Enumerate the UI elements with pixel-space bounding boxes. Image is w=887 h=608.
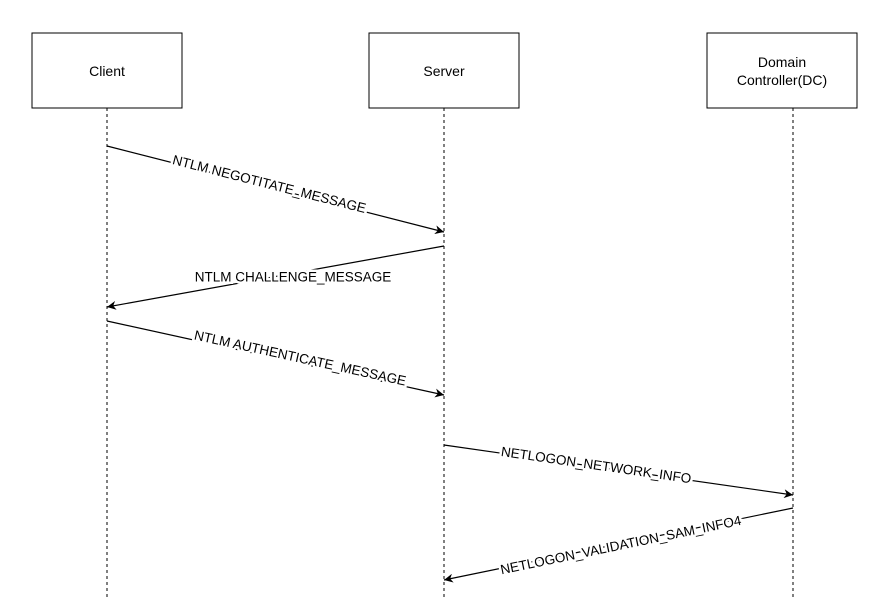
message-netlogon-network-info: NETLOGON_NETWORK_INFO bbox=[443, 441, 794, 499]
message-negotiate: NTLM NEGOTITATE_MESSAGE bbox=[106, 145, 445, 235]
participant-server: Server bbox=[368, 32, 520, 109]
message-authenticate: NTLM AUTHENTICATE_MESSAGE bbox=[106, 320, 445, 398]
message-arrow-netlogon-network-info bbox=[443, 444, 794, 499]
message-label-negotiate: NTLM NEGOTITATE_MESSAGE bbox=[171, 152, 368, 216]
participant-label-client: Client bbox=[89, 63, 125, 79]
message-challenge: NTLM CHALLENGE_MESSAGE bbox=[106, 245, 445, 310]
message-label-authenticate: NTLM AUTHENTICATE_MESSAGE bbox=[193, 328, 408, 389]
message-label-netlogon-network-info: NETLOGON_NETWORK_INFO bbox=[500, 444, 692, 486]
message-arrow-netlogon-validation bbox=[443, 507, 794, 583]
participant-box-dc bbox=[706, 32, 858, 109]
message-label-challenge: NTLM CHALLENGE_MESSAGE bbox=[195, 270, 392, 285]
message-label-netlogon-validation: NETLOGON_VALIDATION_SAM_INFO4 bbox=[499, 513, 743, 578]
participant-label-dc-line1: Domain bbox=[758, 54, 806, 70]
participant-label-server: Server bbox=[423, 63, 465, 79]
participant-box-client bbox=[31, 32, 183, 109]
participant-box-server bbox=[368, 32, 520, 109]
participant-client: Client bbox=[31, 32, 183, 109]
message-arrow-authenticate bbox=[106, 320, 445, 398]
message-netlogon-validation: NETLOGON_VALIDATION_SAM_INFO4 bbox=[443, 507, 794, 583]
message-arrow-negotiate bbox=[106, 145, 445, 235]
participant-dc: Domain Controller(DC) bbox=[706, 32, 858, 109]
participant-label-dc-line2: Controller(DC) bbox=[737, 72, 827, 88]
message-arrow-challenge bbox=[106, 245, 445, 310]
